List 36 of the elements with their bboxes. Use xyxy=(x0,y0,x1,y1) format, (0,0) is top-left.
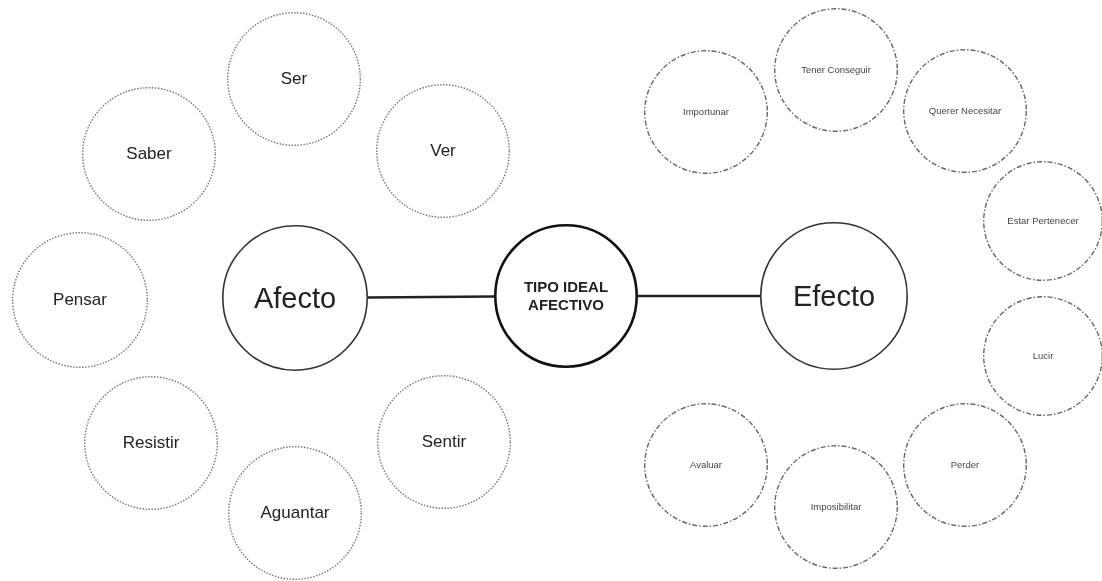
circle-node xyxy=(228,446,362,580)
circle-node xyxy=(377,375,511,509)
circle-node xyxy=(903,403,1027,527)
node-label: Pensar xyxy=(52,289,108,311)
connector-line xyxy=(638,294,760,298)
node-label: Ser xyxy=(279,68,309,90)
circle-node xyxy=(376,84,510,218)
node-label: Importunar xyxy=(682,106,730,118)
node-label: Aguantar xyxy=(259,502,331,524)
node-label: Resistir xyxy=(121,432,181,454)
connector-line xyxy=(368,295,494,299)
circle-node xyxy=(82,87,216,221)
circle-node xyxy=(222,225,368,371)
node-label: Tener Conseguir xyxy=(800,64,872,76)
circle-node xyxy=(760,222,908,370)
circle-node xyxy=(494,224,638,368)
circle-node xyxy=(227,12,361,146)
node-label: Lucir xyxy=(1031,350,1055,362)
circle-node xyxy=(903,49,1027,173)
circle-node xyxy=(84,376,218,510)
node-label: Estar Pertenecer xyxy=(1006,215,1080,227)
node-label: Querer Necesitar xyxy=(927,105,1003,117)
node-label: Afecto xyxy=(252,280,338,316)
node-label: Efecto xyxy=(791,278,877,314)
node-label: Imposibilitar xyxy=(809,501,863,513)
circle-node xyxy=(774,445,898,569)
node-label: Ver xyxy=(429,140,457,162)
circle-node xyxy=(644,50,768,174)
circle-node xyxy=(774,8,898,132)
node-label: Sentir xyxy=(420,431,468,453)
node-label: Avaluar xyxy=(688,459,723,471)
node-label: Perder xyxy=(949,459,981,471)
node-label: TIPO IDEAL AFECTIVO xyxy=(522,278,610,314)
circle-node xyxy=(644,403,768,527)
node-label: Saber xyxy=(125,143,173,165)
circle-node xyxy=(12,232,148,368)
